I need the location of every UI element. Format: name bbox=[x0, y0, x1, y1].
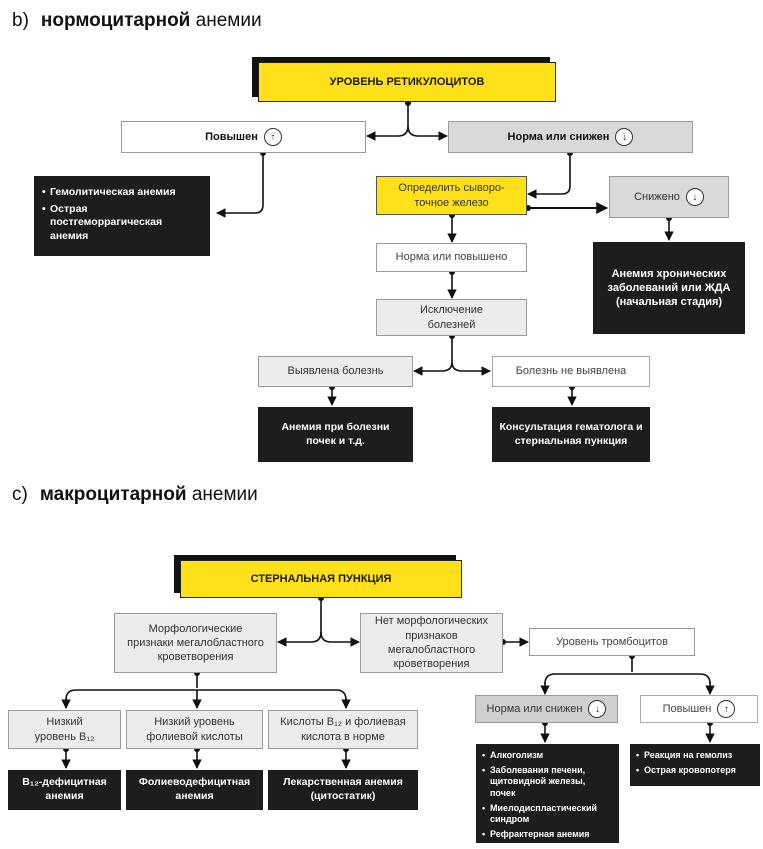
lowered-label: Снижено bbox=[634, 190, 680, 203]
disease-found-box: Выявлена болезнь bbox=[258, 356, 413, 387]
kidney-anemia-box: Анемия при болезни почек и т.д. bbox=[258, 407, 413, 462]
section-b-rest: анемии bbox=[195, 10, 262, 31]
section-b-prefix: b) bbox=[12, 10, 29, 31]
section-c-rest: анемии bbox=[191, 484, 258, 505]
down-arrow-icon: ↓ bbox=[615, 128, 634, 146]
norm-raised-box: Норма или повышено bbox=[376, 243, 527, 272]
no-morph-box: Нет морфологических признаков мегалоблас… bbox=[360, 613, 503, 673]
normal-b12-box: Кислоты B₁₂ и фолиевая кислота в норме bbox=[268, 710, 418, 749]
hemolytic-box: Гемолитическая анемия Острая постгеморра… bbox=[34, 176, 210, 256]
serum-iron-box: Определить сыворо-точное железо bbox=[376, 176, 527, 215]
plt-normal-low-box: Норма или снижен ↓ bbox=[475, 695, 618, 723]
section-b-heading: b) нормоцитарной анемии bbox=[12, 10, 262, 32]
raised-box: Повышен ↑ bbox=[121, 121, 366, 153]
hemolytic-item: Острая постгеморрагическая анемия bbox=[42, 203, 202, 244]
exclusion-box: Исключение болезней bbox=[376, 299, 527, 336]
section-c-prefix: c) bbox=[12, 484, 28, 505]
low-folate-box: Низкий уровень фолиевой кислоты bbox=[126, 710, 263, 749]
normal-low-box: Норма или снижен ↓ bbox=[448, 121, 693, 153]
low-b12-box: Низкий уровень B₁₂ bbox=[8, 710, 121, 749]
cause-item: Миелодиспластический синдром bbox=[482, 803, 613, 826]
normal-low-label: Норма или снижен bbox=[507, 130, 610, 143]
b12-deficiency-box: B₁₂-дефицитная анемия bbox=[8, 770, 121, 810]
cause-item: Алкоголизм bbox=[482, 750, 613, 762]
down-arrow-icon: ↓ bbox=[588, 700, 607, 718]
plt-raised-box: Повышен ↑ bbox=[640, 695, 758, 723]
plt-normal-low-label: Норма или снижен bbox=[486, 702, 583, 715]
causes-box: Алкоголизм Заболевания печени, щитовидно… bbox=[476, 744, 619, 843]
hemolysis-box: Реакция на гемолиз Острая кровопотеря bbox=[630, 744, 760, 786]
up-arrow-icon: ↑ bbox=[263, 128, 282, 146]
down-arrow-icon: ↓ bbox=[685, 188, 704, 206]
up-arrow-icon: ↑ bbox=[717, 700, 736, 718]
hemolysis-item: Реакция на гемолиз bbox=[636, 750, 736, 762]
reticulocyte-title: УРОВЕНЬ РЕТИКУЛОЦИТОВ bbox=[258, 62, 556, 102]
hemolysis-item: Острая кровопотеря bbox=[636, 765, 736, 777]
drug-anemia-box: Лекарственная анемия (цитостатик) bbox=[268, 770, 418, 810]
cause-item: Заболевания печени, щитовидной железы, п… bbox=[482, 765, 613, 800]
hematologist-box: Консультация гематолога и стернальная пу… bbox=[492, 407, 650, 462]
platelets-box: Уровень тромбоцитов bbox=[529, 628, 695, 656]
lowered-box: Снижено ↓ bbox=[609, 176, 729, 218]
plt-raised-label: Повышен bbox=[662, 702, 712, 715]
cause-item: Рефрактерная анемия bbox=[482, 829, 613, 841]
section-c-heading: c) макроцитарной анемии bbox=[12, 484, 258, 506]
hemolytic-item: Гемолитическая анемия bbox=[42, 186, 202, 200]
disease-not-found-box: Болезнь не выявлена bbox=[492, 356, 650, 387]
morph-box: Морфологические признаки мегалобластного… bbox=[114, 613, 277, 673]
folate-deficiency-box: Фолиеводефицитная анемия bbox=[126, 770, 263, 810]
sternal-title: СТЕРНАЛЬНАЯ ПУНКЦИЯ bbox=[180, 560, 462, 598]
chronic-anemia-box: Анемия хронических заболеваний или ЖДА (… bbox=[593, 242, 745, 334]
section-c-bold: макроцитарной bbox=[39, 484, 187, 505]
raised-label: Повышен bbox=[205, 130, 258, 143]
section-b-bold: нормоцитарной bbox=[40, 10, 191, 31]
